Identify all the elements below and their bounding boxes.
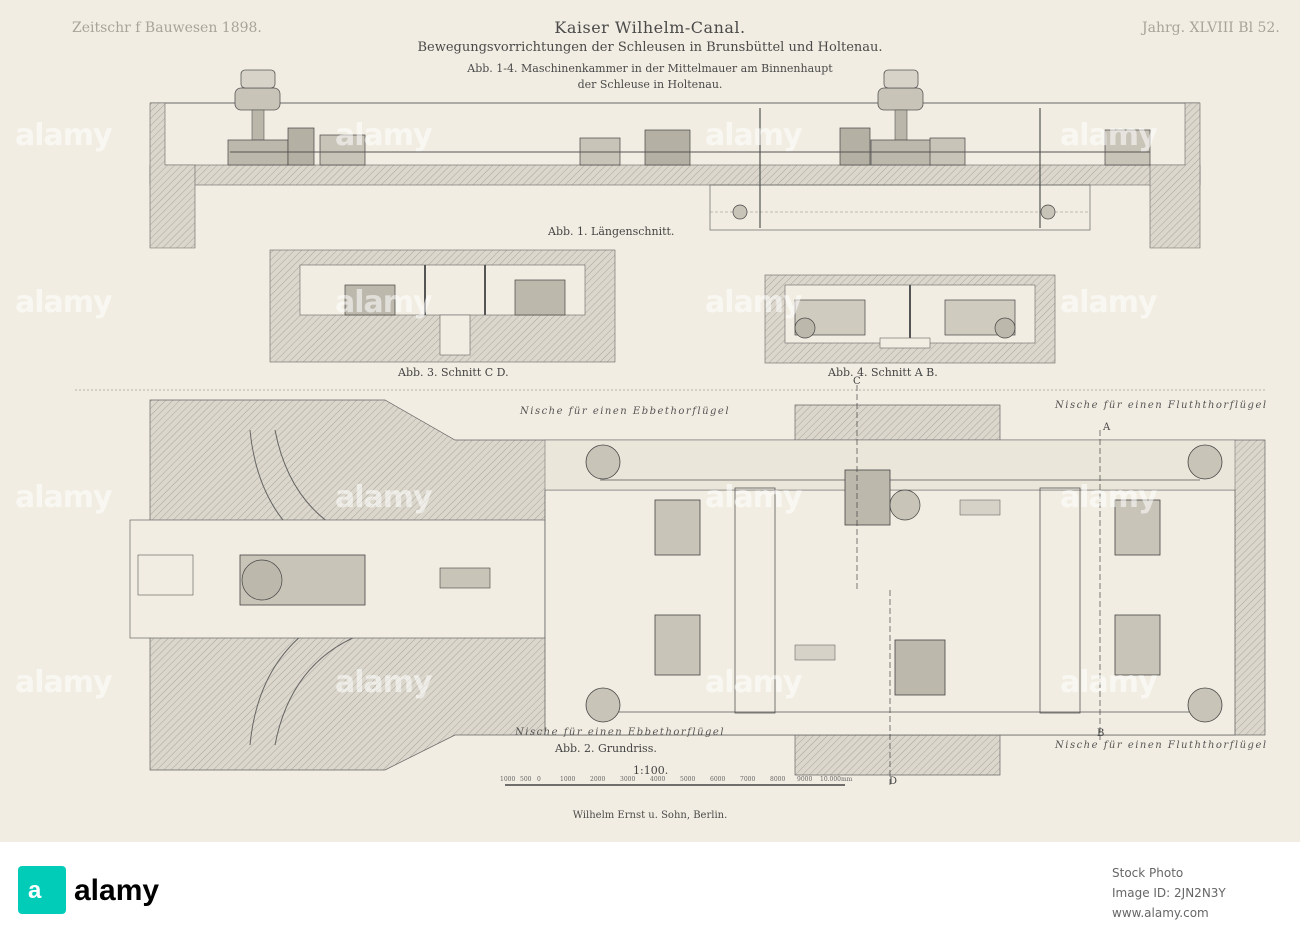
publisher: Wilhelm Ernst u. Sohn, Berlin. xyxy=(572,810,728,821)
watermark: alamy xyxy=(335,285,433,320)
gear-train-4 xyxy=(1104,129,1151,166)
gear-train-2 xyxy=(579,129,691,166)
section-mark-d: D xyxy=(889,776,898,787)
watermark: alamy xyxy=(335,665,433,700)
stock-footer xyxy=(0,842,1300,931)
scale-tick: 0 xyxy=(537,776,541,783)
logo-wordmark: alamy xyxy=(74,874,159,907)
section-mark-c: C xyxy=(853,376,861,387)
longitudinal-section xyxy=(149,69,1201,249)
section-mark-b: B xyxy=(1097,728,1105,739)
section-ab xyxy=(764,274,1056,364)
watermark: alamy xyxy=(15,665,113,700)
watermark: alamy xyxy=(15,118,113,153)
niche-flood-top: Nische für einen Fluththorflügel xyxy=(1055,400,1268,411)
watermark: alamy xyxy=(1060,665,1158,700)
scale-tick: 1000 xyxy=(560,776,576,783)
watermark: alamy xyxy=(1060,285,1158,320)
figures-heading-line2: der Schleuse in Holtenau. xyxy=(577,78,723,91)
journal-reference: Zeitschr f Bauwesen 1898. xyxy=(72,20,262,36)
watermark: alamy xyxy=(705,480,803,515)
ground-plan xyxy=(75,385,1266,785)
caption-fig2: Abb. 2. Grundriss. xyxy=(555,742,657,755)
sheet-title: Kaiser Wilhelm-Canal. xyxy=(554,18,746,37)
site-url-link[interactable]: www.alamy.com xyxy=(1112,906,1209,920)
scale-label: 1:100. xyxy=(633,764,669,777)
watermark: alamy xyxy=(335,118,433,153)
scale-tick: 10.000mm xyxy=(820,776,853,783)
scale-tick: 500 xyxy=(520,776,532,783)
alamy-logo[interactable]: a alamy xyxy=(18,866,178,914)
watermark: alamy xyxy=(335,480,433,515)
svg-text:a: a xyxy=(28,877,42,904)
niche-ebb-top: Nische für einen Ebbethorflügel xyxy=(520,406,731,417)
caption-fig3: Abb. 3. Schnitt C D. xyxy=(398,366,509,379)
scale-tick: 6000 xyxy=(710,776,726,783)
image-id-label: Image ID: 2JN2N3Y xyxy=(1112,886,1226,900)
watermark: alamy xyxy=(705,118,803,153)
sheet-subtitle: Bewegungsvorrichtungen der Schleusen in … xyxy=(417,40,883,55)
niche-flood-bottom: Nische für einen Fluththorflügel xyxy=(1055,740,1268,751)
scale-tick: 8000 xyxy=(770,776,786,783)
watermark: alamy xyxy=(15,285,113,320)
niche-ebb-bottom: Nische für einen Ebbethorflügel xyxy=(515,727,726,738)
watermark: alamy xyxy=(1060,118,1158,153)
watermark: alamy xyxy=(1060,480,1158,515)
scale-tick: 4000 xyxy=(650,776,666,783)
scale-tick: 5000 xyxy=(680,776,696,783)
scale-tick: 3000 xyxy=(620,776,636,783)
section-cd xyxy=(269,249,616,363)
scale-tick: 1000 xyxy=(500,776,516,783)
caption-fig1: Abb. 1. Längenschnitt. xyxy=(548,225,675,238)
watermark: alamy xyxy=(705,665,803,700)
volume-reference: Jahrg. XLVIII Bl 52. xyxy=(1142,20,1280,36)
scale-tick: 2000 xyxy=(590,776,606,783)
watermark: alamy xyxy=(705,285,803,320)
stock-photo-label: Stock Photo xyxy=(1112,866,1184,880)
scale-tick: 7000 xyxy=(740,776,756,783)
drawing-sheet: Zeitschr f Bauwesen 1898. Jahrg. XLVIII … xyxy=(0,0,1300,842)
section-mark-a: A xyxy=(1103,422,1111,433)
caption-fig4: Abb. 4. Schnitt A B. xyxy=(828,366,938,379)
gear-train-1 xyxy=(287,127,366,166)
watermark: alamy xyxy=(15,480,113,515)
scale-tick: 9000 xyxy=(797,776,813,783)
technical-drawing xyxy=(75,69,1266,786)
figures-heading: Abb. 1-4. Maschinenkammer in der Mittelm… xyxy=(467,62,833,75)
